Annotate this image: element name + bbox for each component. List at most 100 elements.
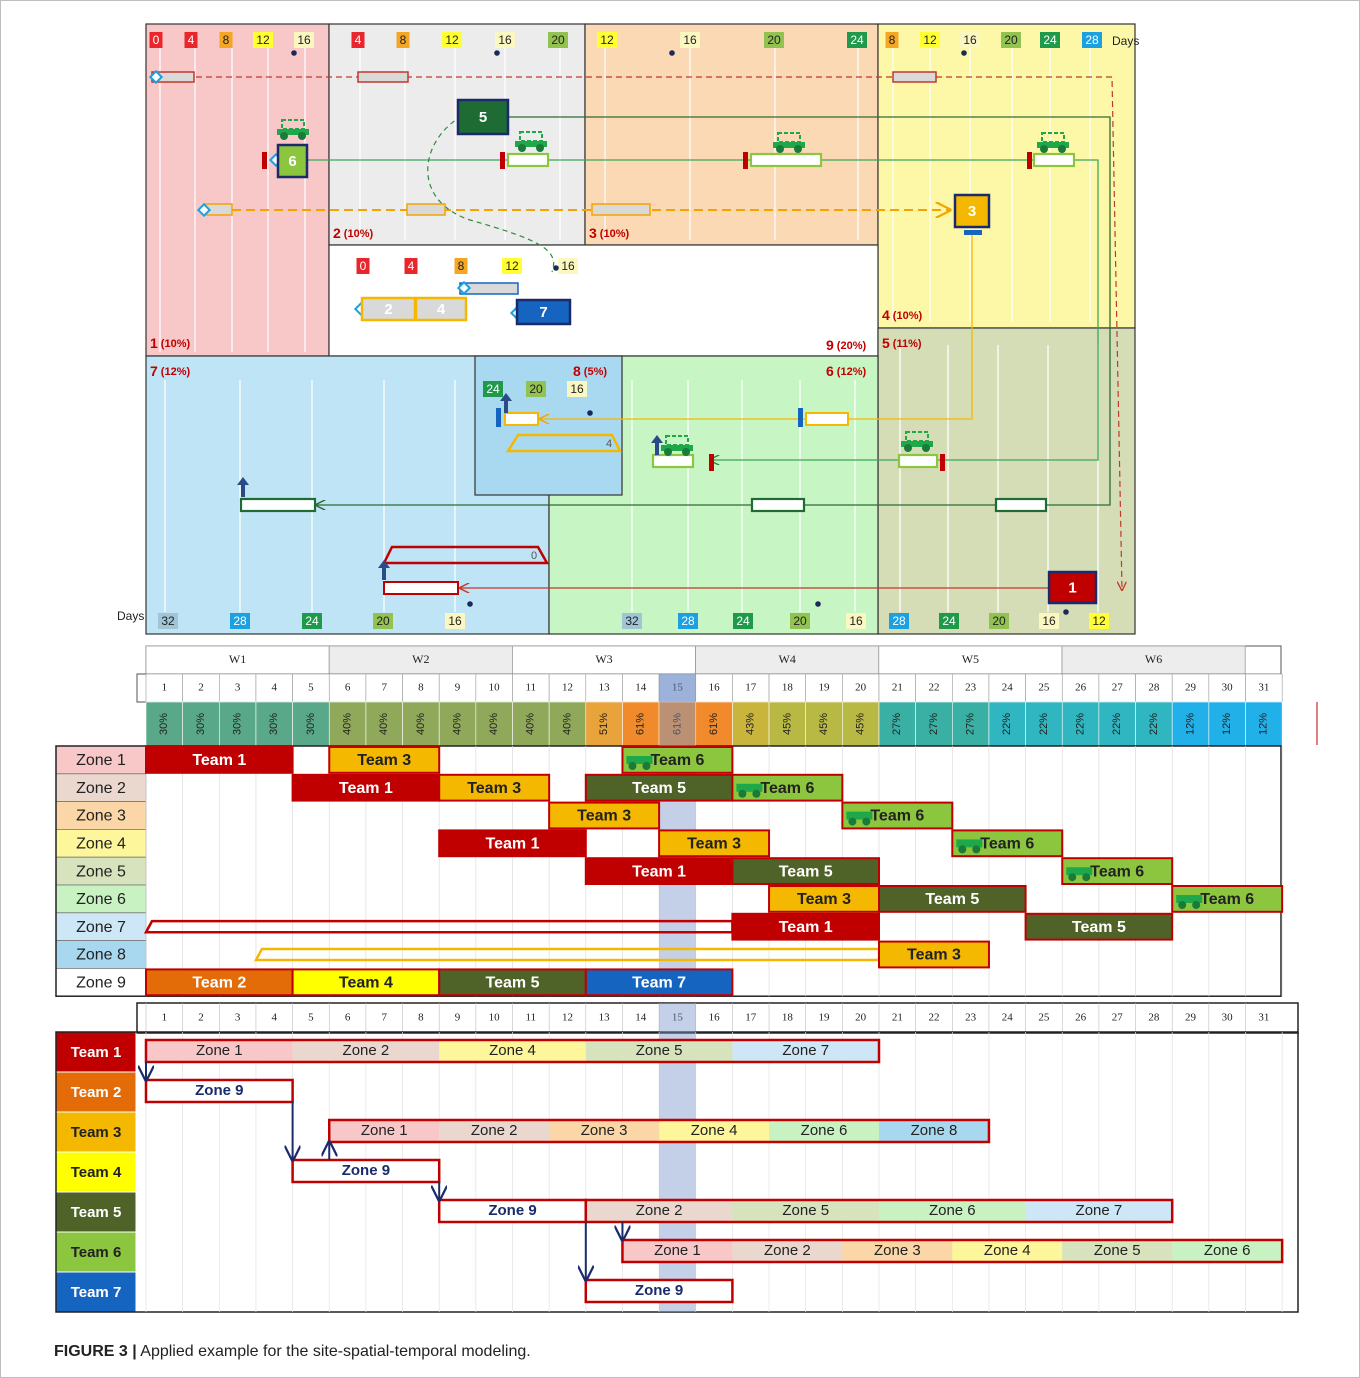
- start-marker: [262, 152, 267, 169]
- workload-label: 27%: [965, 713, 977, 735]
- week-label: W4: [779, 652, 796, 666]
- team-segment-outline: [291, 1158, 441, 1184]
- team-segment-outline: [584, 1278, 734, 1304]
- team-segment-outline: [144, 1038, 881, 1064]
- week-label: W3: [595, 652, 612, 666]
- team-zone-label: Zone 1: [361, 1122, 408, 1139]
- team-zone-segment: [1025, 1200, 1173, 1222]
- team-day-label: 25: [1038, 1012, 1050, 1024]
- team-3-finish-marker: [964, 230, 982, 235]
- bottom-day-badge: 20: [992, 614, 1006, 628]
- top-day-badge: 12: [923, 33, 937, 47]
- zone8-day-badge: 16: [570, 382, 584, 396]
- team-zone-label: Zone 7: [1076, 1202, 1123, 1219]
- team-day-header: [136, 1002, 1299, 1034]
- zone-percent: (5%): [584, 366, 608, 378]
- vehicle-body: [901, 441, 933, 447]
- workload-cell: [1135, 701, 1173, 747]
- workload-cell: [805, 701, 843, 747]
- bar-vehicle-wheel: [738, 789, 747, 798]
- day-label: 2: [198, 682, 204, 694]
- bottom-day-badge-bg: [846, 613, 866, 629]
- bottom-day-badge-bg: [622, 613, 642, 629]
- team-segment-outline: [584, 1198, 1174, 1224]
- bottom-day-badge-bg: [1089, 613, 1109, 629]
- zone-row-label: Zone 1: [76, 752, 126, 769]
- top-day-badge: 24: [1043, 33, 1057, 47]
- team-day-label: 17: [745, 1012, 757, 1024]
- team-6-box: [276, 143, 309, 179]
- vehicle-wheel: [280, 132, 288, 140]
- zone-7-label: 7(12%): [150, 363, 190, 379]
- vehicle-body: [661, 445, 693, 451]
- zone-bar: [438, 968, 587, 997]
- team-zone-segment: [585, 1040, 733, 1062]
- team-3-box-label: 3: [968, 203, 976, 220]
- workload-cell: [219, 701, 257, 747]
- zone-bar-label: Team 3: [577, 808, 631, 825]
- team-3-zone3-bar: [591, 203, 651, 216]
- team-row-label: Team 7: [71, 1284, 122, 1301]
- day-cell: [988, 673, 1026, 703]
- workload-label: 22%: [1074, 713, 1086, 735]
- team-6-zone6-bar: [651, 453, 695, 469]
- team-row-label: Team 3: [71, 1124, 122, 1141]
- workload-label: 51%: [598, 713, 610, 735]
- team-day-label: 11: [526, 1012, 537, 1024]
- site-plan: 1(10%)2(10%)3(10%)4(10%)5(11%)6(12%)7(12…: [117, 23, 1139, 635]
- team-zone-label: Zone 4: [489, 1042, 536, 1059]
- zone-percent: (10%): [893, 310, 923, 322]
- team-zone-segment: [732, 1040, 879, 1062]
- caption-label: FIGURE 3 |: [54, 1343, 137, 1360]
- team-day-label: 19: [819, 1012, 831, 1024]
- team-zone-segment: [292, 1160, 440, 1182]
- zone9-day-badge-bg: [502, 258, 522, 274]
- team-table-border: [55, 1031, 1299, 1313]
- zone-row-header: [55, 884, 147, 914]
- team-zone-segment: [769, 1120, 879, 1142]
- team-segment-outline: [328, 1118, 991, 1144]
- day-label: 26: [1075, 682, 1087, 694]
- top-day-badge-bg: [847, 32, 867, 48]
- top-day-badge-bg: [1001, 32, 1021, 48]
- top-day-badge-bg: [184, 32, 198, 48]
- team-6-zone2-bar: [506, 152, 550, 168]
- day-label: 11: [526, 682, 537, 694]
- team-zone-label: Zone 6: [801, 1122, 848, 1139]
- vehicle-body: [277, 129, 309, 135]
- bottom-day-badge: 28: [892, 614, 906, 628]
- workload-label: 30%: [232, 713, 244, 735]
- workload-label: 27%: [891, 713, 903, 735]
- workload-label: 40%: [415, 713, 427, 735]
- zone8-day-badge-bg: [526, 381, 546, 397]
- zone-bar: [731, 857, 881, 886]
- team-zone-label: Zone 3: [874, 1242, 921, 1259]
- day-label: 27: [1112, 682, 1124, 694]
- bottom-day-badge-bg: [445, 613, 465, 629]
- team-zone-label: Zone 9: [488, 1202, 536, 1219]
- bottom-day-badge: 32: [161, 614, 175, 628]
- team-day-label: 16: [709, 1012, 721, 1024]
- zone8-day-badge: 20: [529, 382, 543, 396]
- team-zone-label: Zone 1: [654, 1242, 701, 1259]
- top-day-badge: 4: [188, 33, 195, 47]
- team-zone-label: Zone 2: [343, 1042, 390, 1059]
- zone-5-label: 5(11%): [882, 335, 922, 351]
- bar-vehicle-wheel: [848, 817, 857, 826]
- zone-bar: [438, 829, 587, 858]
- team-row-header: [55, 1151, 137, 1193]
- top-day-badge-bg: [495, 32, 515, 48]
- zone-bar: [438, 773, 551, 802]
- zone-bar: [621, 746, 734, 774]
- week-label: W1: [229, 652, 246, 666]
- top-day-badge-bg: [1082, 32, 1102, 48]
- zone-bar: [584, 773, 734, 802]
- team-day-label: 8: [418, 1012, 424, 1024]
- zone-percent: (10%): [161, 338, 191, 350]
- vehicle-wheel: [1040, 145, 1048, 153]
- caption-text: Applied example for the site-spatial-tem…: [140, 1343, 531, 1360]
- zone-bar: [658, 829, 771, 858]
- team-5-route: [316, 116, 1111, 505]
- bar-vehicle-wheel: [972, 845, 981, 854]
- zone-bar: [768, 885, 880, 913]
